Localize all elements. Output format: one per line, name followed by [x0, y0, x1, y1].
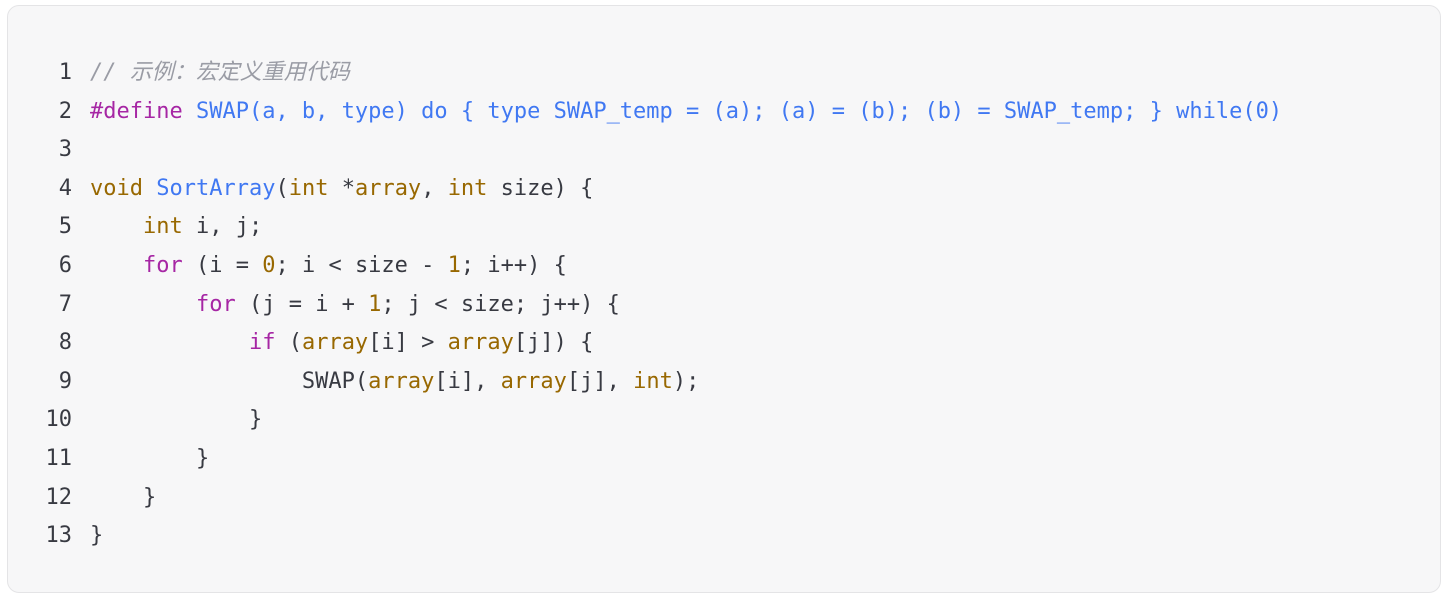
code-line: 12 } [8, 479, 1282, 518]
code-line: 13} [8, 517, 1282, 556]
code-line: 6 for (i = 0; i < size - 1; i++) { [8, 247, 1282, 286]
line-number: 12 [45, 484, 73, 510]
code-token-plain: ; i++) { [460, 252, 567, 278]
line-number: 4 [58, 175, 72, 201]
code-token-param: array [301, 330, 369, 356]
line-source: SWAP(array[i], array[j], int); [90, 363, 699, 402]
line-source: int i, j; [90, 208, 262, 247]
code-token-number: 1 [447, 252, 461, 278]
line-source: } [90, 440, 209, 479]
code-token-plain: (j = i + [235, 291, 369, 317]
code-line: 3 [8, 131, 1282, 170]
line-number: 9 [58, 368, 72, 394]
line-number: 13 [45, 523, 73, 549]
code-body: 1 // 示例：宏定义重用代码 2 #define SWAP(a, b, type) … [8, 54, 1283, 556]
code-token-plain: ( [275, 330, 302, 356]
code-token-func: SortArray [156, 175, 276, 201]
line-source: void SortArray(int *array, int size) { [90, 170, 593, 209]
line-number: 1 [58, 60, 72, 85]
code-block: 1 // 示例：宏定义重用代码 2 #define SWAP(a, b, type) … [7, 5, 1441, 593]
code-token-keyword: #define [90, 98, 183, 124]
code-token-plain: i, j; [182, 214, 263, 240]
code-token-plain: } [90, 407, 263, 433]
code-token-plain: ; j < size; j++) { [381, 291, 620, 317]
code-token-plain [90, 214, 143, 239]
code-token-plain: * [328, 175, 355, 201]
line-number: 5 [58, 214, 72, 240]
code-token-plain [90, 253, 143, 278]
line-number: 3 [58, 137, 72, 163]
line-number: 6 [58, 252, 72, 278]
line-source: } [90, 517, 103, 556]
code-line: 11 } [8, 440, 1282, 479]
code-token-plain: size) { [487, 175, 594, 201]
line-source: for (i = 0; i < size - 1; i++) { [90, 247, 567, 286]
code-token-number: 0 [262, 252, 276, 278]
code-token-meta: SWAP(a, b, type) do { type SWAP_temp = (… [182, 98, 1283, 124]
line-number: 11 [45, 445, 73, 471]
code-token-plain: ( [275, 175, 289, 201]
line-source: for (j = i + 1; j < size; j++) { [90, 286, 620, 325]
code-token-plain [143, 176, 156, 201]
code-token-number: 1 [368, 291, 382, 317]
code-token-plain: , [421, 175, 448, 201]
line-source: if (array[i] > array[j]) { [90, 324, 593, 363]
code-token-type: void [90, 175, 143, 201]
code-token-plain: ); [672, 368, 700, 394]
code-line: 2 #define SWAP(a, b, type) do { type SWAP… [8, 93, 1282, 132]
code-token-plain [90, 330, 249, 355]
code-token-comment: // 示例：宏定义重用代码 [90, 60, 350, 85]
code-token-plain: [i], [434, 368, 501, 394]
code-token-keyword: for [142, 252, 183, 278]
code-token-plain: [j], [566, 368, 634, 394]
line-number: 8 [58, 330, 72, 356]
code-token-plain: SWAP( [90, 368, 369, 394]
code-token-plain: [i] > [368, 330, 448, 356]
code-line: 10 } [8, 401, 1282, 440]
code-token-plain: } [90, 445, 210, 471]
code-token-plain: ; i < size - [275, 252, 448, 278]
code-line: 7 for (j = i + 1; j < size; j++) { [8, 286, 1282, 325]
code-line: 5 int i, j; [8, 208, 1282, 247]
code-line: 8 if (array[i] > array[j]) { [8, 324, 1282, 363]
code-token-type: int [633, 368, 673, 394]
code-token-param: array [354, 175, 422, 201]
line-number: 7 [58, 291, 72, 317]
code-token-keyword: for [195, 291, 236, 317]
code-line: 1 // 示例：宏定义重用代码 [8, 54, 1282, 93]
code-token-param: array [500, 368, 567, 394]
code-token-plain: } [90, 523, 104, 549]
code-token-param: array [368, 368, 435, 394]
code-token-type: int [447, 175, 488, 201]
code-token-plain: [j]) { [513, 330, 594, 356]
line-source: #define SWAP(a, b, type) do { type SWAP_… [90, 93, 1282, 132]
code-token-plain: (i = [182, 252, 263, 278]
code-token-type: int [142, 214, 183, 240]
line-number: 10 [45, 407, 73, 433]
line-source: // 示例：宏定义重用代码 [90, 54, 350, 93]
code-token-type: int [288, 175, 329, 201]
line-number: 2 [58, 98, 72, 124]
code-line: 9 SWAP(array[i], array[j], int); [8, 363, 1282, 402]
code-token-keyword: if [248, 330, 276, 356]
code-token-plain [90, 292, 196, 317]
code-token-plain: } [90, 484, 157, 510]
line-source: } [90, 401, 262, 440]
code-token-param: array [447, 330, 514, 356]
line-source: } [90, 479, 156, 518]
